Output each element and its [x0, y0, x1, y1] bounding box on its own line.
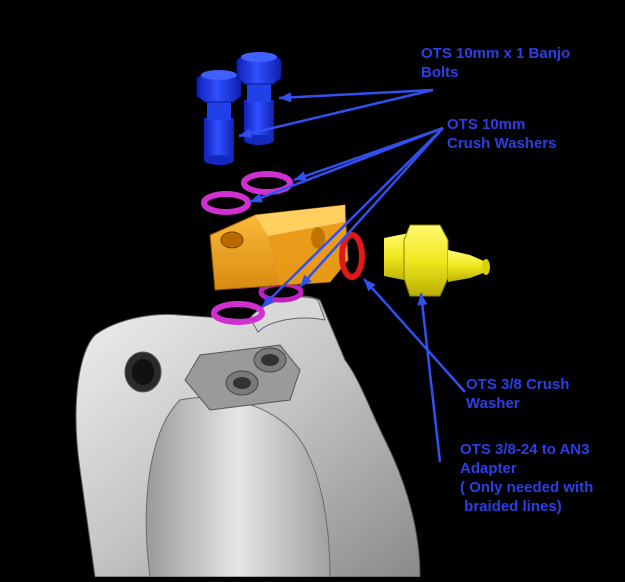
caliper-body: [75, 295, 421, 578]
leader-washer-10mm-bottom-right: [299, 127, 444, 288]
banjo-bolt-left: [196, 70, 242, 165]
crush-washer-3-8: [339, 232, 365, 280]
leader-washer-10mm-bottom-left: [261, 127, 444, 308]
leader-an3-adapter: [417, 292, 442, 463]
leader-washer-3-8: [363, 278, 466, 393]
leader-banjo-bolt-right: [278, 88, 434, 103]
banjo-adapter-block: [209, 204, 349, 291]
crush-washer-10mm-top-right: [241, 171, 293, 195]
crush-washer-10mm-bottom-left: [211, 301, 265, 325]
label-crush-washer-3-8: OTS 3/8 Crush Washer: [466, 376, 570, 412]
leader-washer-10mm-top-left: [249, 126, 444, 204]
leader-banjo-bolt-left: [238, 88, 434, 139]
crush-washer-10mm-top-left: [201, 191, 251, 215]
banjo-bolt-right: [236, 52, 282, 145]
leader-lines: [238, 88, 466, 463]
label-banjo-bolts: OTS 10mm x 1 Banjo Bolts: [421, 45, 571, 81]
an3-adapter: [384, 224, 490, 297]
label-crush-washers-10mm: OTS 10mm Crush Washers: [447, 116, 557, 152]
label-an3-adapter: OTS 3/8-24 to AN3 Adapter ( Only needed …: [460, 441, 594, 515]
